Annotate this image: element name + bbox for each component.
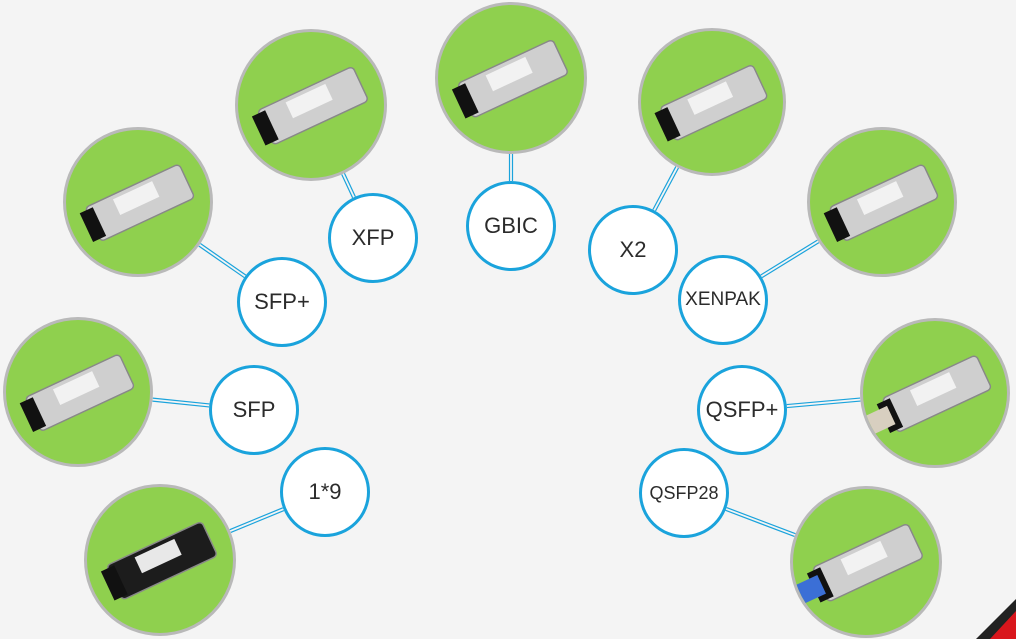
black-1x9-transceiver-photo (84, 484, 236, 636)
connector-line (652, 166, 677, 210)
connector-line (786, 400, 861, 409)
qsfp28-transceiver-photo (790, 486, 942, 638)
module-label-sfp-[interactable]: SFP+ (237, 257, 327, 347)
module-label-text: XENPAK (685, 289, 761, 310)
module-label-text: SFP (232, 397, 276, 422)
connector-line (200, 243, 247, 276)
corner-decoration (976, 599, 1016, 639)
module-label-text: GBIC (484, 213, 538, 238)
connector-line (229, 507, 284, 531)
module-label-xfp[interactable]: XFP (328, 193, 418, 283)
xfp-transceiver-photo (235, 29, 387, 181)
module-label-1-9[interactable]: 1*9 (280, 447, 370, 537)
connector-line (726, 506, 796, 535)
connector-line (761, 242, 820, 279)
module-label-xenpak[interactable]: XENPAK (678, 255, 768, 345)
qsfp-plus-transceiver-photo (860, 318, 1010, 468)
x2-transceiver-photo (638, 28, 786, 176)
connector-line (230, 509, 285, 533)
module-label-text: QSFP+ (705, 397, 779, 422)
module-label-text: 1*9 (308, 479, 342, 504)
connector-line (654, 167, 680, 212)
connector-line (343, 172, 356, 197)
module-label-text: X2 (619, 237, 647, 262)
module-label-text: XFP (351, 225, 395, 250)
connector-line (198, 245, 245, 279)
module-label-x2[interactable]: X2 (588, 205, 678, 295)
gbic-transceiver-photo (435, 2, 587, 154)
connector-line (786, 397, 861, 406)
connector-line (341, 174, 354, 199)
sfp-plus-transceiver-photo (63, 127, 213, 277)
sfp-transceiver-photo (3, 317, 153, 467)
xenpak-transceiver-photo (807, 127, 957, 277)
module-label-text: QSFP28 (649, 482, 719, 503)
connector-line (152, 397, 210, 405)
module-label-gbic[interactable]: GBIC (466, 181, 556, 271)
module-label-sfp[interactable]: SFP (209, 365, 299, 455)
connector-line (152, 400, 210, 408)
module-label-qsfp28[interactable]: QSFP28 (639, 448, 729, 538)
connector-line (725, 509, 795, 538)
module-label-qsfp-[interactable]: QSFP+ (697, 365, 787, 455)
connector-line (760, 239, 818, 276)
module-label-text: SFP+ (254, 289, 310, 314)
